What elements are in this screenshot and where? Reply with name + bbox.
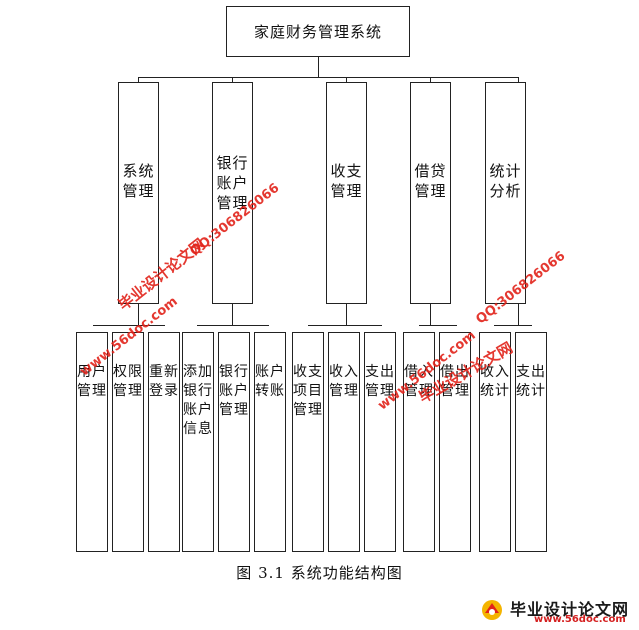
logo-title: 毕业设计论文网 bbox=[510, 600, 630, 619]
bus-bank bbox=[197, 325, 269, 326]
leaf-relogin-label: 重新登录 bbox=[149, 364, 179, 399]
leaf-item-mgmt: 收支项目管理 bbox=[292, 332, 324, 552]
module-bank: 银行账户管理 bbox=[212, 82, 253, 304]
leaf-income-stats-label: 收入统计 bbox=[480, 364, 510, 399]
root-stem bbox=[318, 57, 319, 78]
module-income: 收支管理 bbox=[326, 82, 367, 304]
module-stats: 统计分析 bbox=[485, 82, 526, 304]
leaf-lend-mgmt-label: 借出管理 bbox=[440, 364, 470, 399]
logo-mark-icon bbox=[482, 600, 502, 620]
leaf-permission-mgmt: 权限管理 bbox=[112, 332, 144, 552]
bus-stats bbox=[494, 325, 532, 326]
stem-stats bbox=[518, 304, 519, 325]
leaf-bank-account-mgmt: 银行账户管理 bbox=[218, 332, 250, 552]
level1-bus bbox=[138, 77, 519, 78]
leaf-expense-mgmt-label: 支出管理 bbox=[365, 364, 395, 399]
module-loan: 借贷管理 bbox=[410, 82, 451, 304]
logo-url: www.56doc.com bbox=[534, 614, 626, 625]
leaf-account-transfer: 账户转账 bbox=[254, 332, 286, 552]
leaf-income-stats: 收入统计 bbox=[479, 332, 511, 552]
leaf-item-mgmt-label: 收支项目管理 bbox=[293, 364, 323, 418]
leaf-add-bank-account: 添加银行账户信息 bbox=[182, 332, 214, 552]
bus-income bbox=[308, 325, 382, 326]
leaf-permission-mgmt-label: 权限管理 bbox=[113, 364, 143, 399]
leaf-borrow-mgmt-label: 借入管理 bbox=[404, 364, 434, 399]
stem-system bbox=[138, 304, 139, 325]
drop-loan bbox=[430, 77, 431, 82]
stem-income bbox=[346, 304, 347, 325]
module-system: 系统管理 bbox=[118, 82, 159, 304]
module-stats-label: 统计分析 bbox=[489, 162, 522, 200]
root-label: 家庭财务管理系统 bbox=[253, 23, 382, 41]
leaf-income-mgmt-label: 收入管理 bbox=[329, 364, 359, 399]
leaf-account-transfer-label: 账户转账 bbox=[255, 364, 285, 399]
leaf-add-bank-account-label: 添加银行账户信息 bbox=[183, 364, 213, 437]
leaf-expense-mgmt: 支出管理 bbox=[364, 332, 396, 552]
leaf-income-mgmt: 收入管理 bbox=[328, 332, 360, 552]
site-logo: 毕业设计论文网 www.56doc.com bbox=[480, 596, 635, 626]
leaf-user-mgmt: 用户管理 bbox=[76, 332, 108, 552]
leaf-bank-account-mgmt-label: 银行账户管理 bbox=[219, 364, 249, 418]
module-loan-label: 借贷管理 bbox=[414, 162, 447, 200]
leaf-borrow-mgmt: 借入管理 bbox=[403, 332, 435, 552]
figure-caption: 图 3.1 系统功能结构图 bbox=[236, 564, 403, 582]
leaf-user-mgmt-label: 用户管理 bbox=[77, 364, 107, 399]
stem-bank bbox=[232, 304, 233, 325]
bus-loan bbox=[419, 325, 457, 326]
drop-stats bbox=[518, 77, 519, 82]
leaf-lend-mgmt: 借出管理 bbox=[439, 332, 471, 552]
leaf-relogin: 重新登录 bbox=[148, 332, 180, 552]
leaf-expense-stats: 支出统计 bbox=[515, 332, 547, 552]
bus-system bbox=[93, 325, 165, 326]
stem-loan bbox=[430, 304, 431, 325]
root-node: 家庭财务管理系统 bbox=[226, 6, 410, 57]
drop-bank bbox=[232, 77, 233, 82]
module-bank-label: 银行账户管理 bbox=[216, 154, 249, 212]
module-income-label: 收支管理 bbox=[330, 162, 363, 200]
drop-system bbox=[138, 77, 139, 82]
drop-income bbox=[346, 77, 347, 82]
module-system-label: 系统管理 bbox=[122, 162, 155, 200]
leaf-expense-stats-label: 支出统计 bbox=[516, 364, 546, 399]
